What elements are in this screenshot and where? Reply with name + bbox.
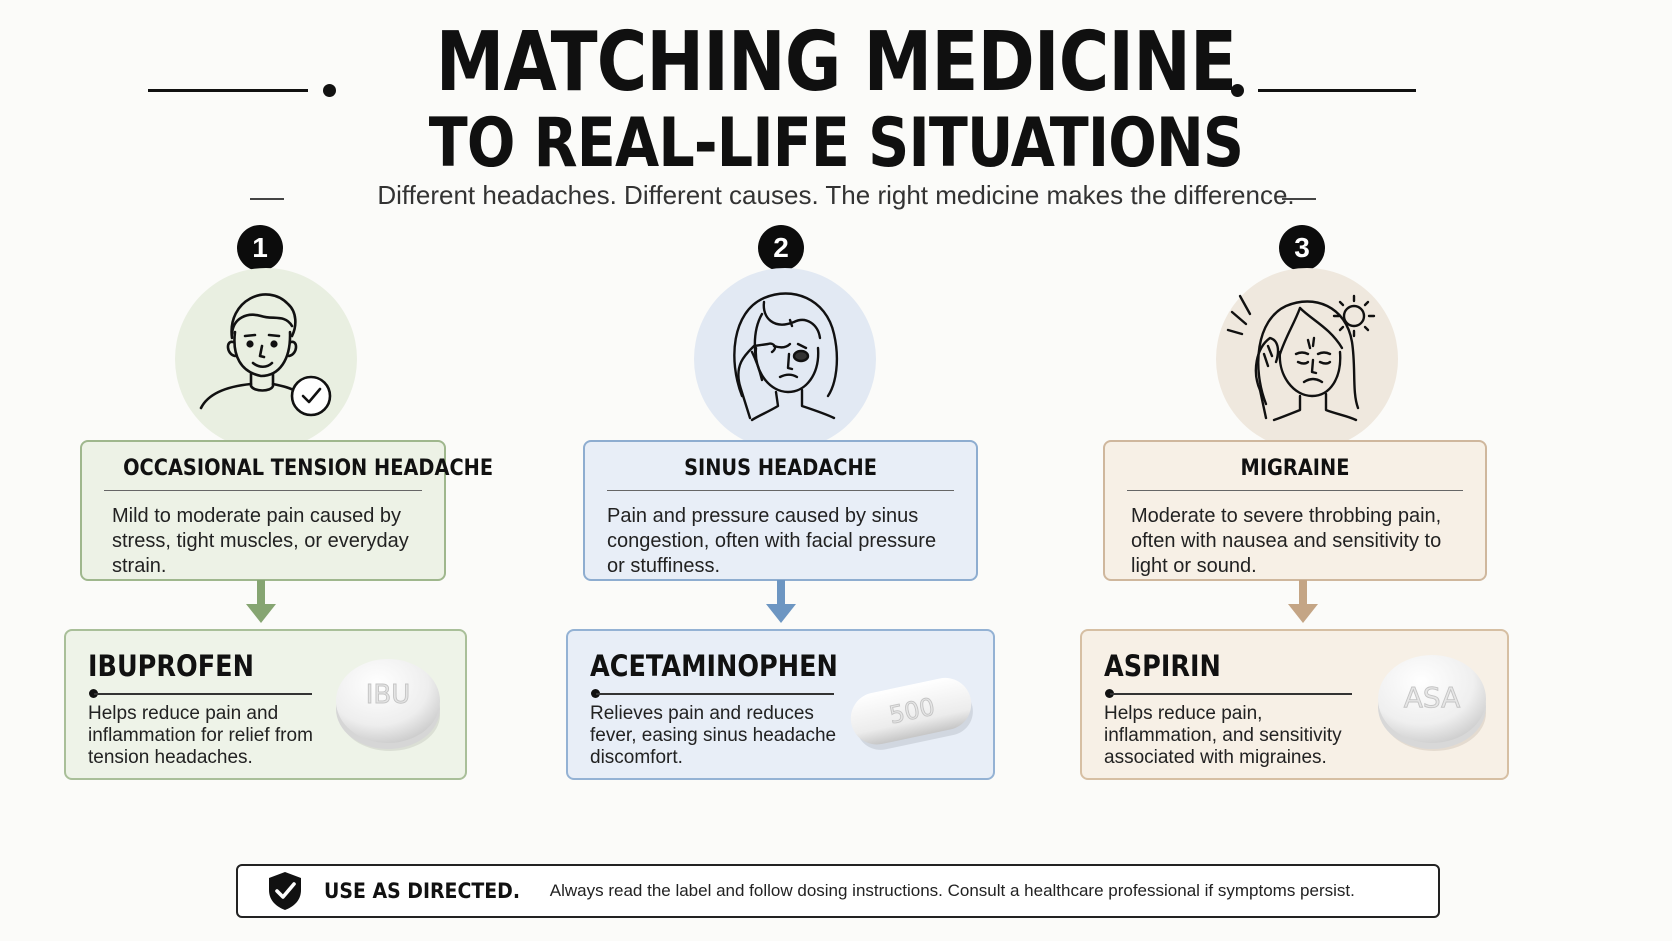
situation-text: Moderate to severe throbbing pain, often… bbox=[1131, 505, 1442, 577]
medicine-name: ACETAMINOPHEN bbox=[590, 649, 838, 683]
title-divider-right bbox=[1258, 89, 1416, 92]
man-check-icon bbox=[175, 268, 357, 450]
situation-title: OCCASIONAL TENSION HEADACHE bbox=[123, 456, 494, 481]
situation-title: SINUS HEADACHE bbox=[684, 456, 877, 481]
round-pill-icon: ASA bbox=[1378, 655, 1486, 751]
shield-check-icon bbox=[269, 872, 301, 910]
arrow-down-icon bbox=[766, 580, 796, 623]
arrow-down-icon bbox=[246, 580, 276, 623]
usage-notice: USE AS DIRECTED. Always read the label a… bbox=[236, 864, 1440, 918]
medicine-rule bbox=[596, 693, 834, 695]
subtitle-dash-right bbox=[1282, 198, 1316, 200]
round-pill-icon: IBU bbox=[336, 659, 440, 751]
medicine-name: ASPIRIN bbox=[1104, 649, 1221, 683]
medicine-card-ibuprofen: IBUPROFEN Helps reduce pain and inflamma… bbox=[64, 629, 467, 780]
medicine-card-aspirin: ASPIRIN Helps reduce pain, inflammation,… bbox=[1080, 629, 1509, 780]
medicine-text: Helps reduce pain, inflammation, and sen… bbox=[1104, 703, 1342, 768]
caplet-pill-icon: 500 bbox=[850, 677, 973, 750]
woman-sinus-pain-icon bbox=[694, 268, 876, 450]
medicine-rule-dot bbox=[1105, 689, 1114, 698]
arrow-down-icon bbox=[1288, 580, 1318, 623]
medicine-rule-dot bbox=[591, 689, 600, 698]
situation-text: Mild to moderate pain caused by stress, … bbox=[112, 505, 409, 577]
situation-card-tension: OCCASIONAL TENSION HEADACHE Mild to mode… bbox=[80, 440, 494, 581]
subtitle-dash-left bbox=[250, 198, 284, 200]
medicine-rule bbox=[1110, 693, 1352, 695]
title-divider-right-dot bbox=[1231, 84, 1244, 97]
step-number-1: 1 bbox=[237, 225, 283, 271]
situation-card-migraine: MIGRAINE Moderate to severe throbbing pa… bbox=[1103, 440, 1487, 581]
situation-text: Pain and pressure caused by sinus conges… bbox=[607, 505, 937, 577]
medicine-text: Relieves pain and reduces fever, easing … bbox=[590, 703, 837, 768]
woman-migraine-icon bbox=[1216, 268, 1398, 450]
subtitle: Different headaches. Different causes. T… bbox=[377, 180, 1295, 210]
situation-title: MIGRAINE bbox=[1240, 456, 1350, 481]
situation-rule bbox=[1127, 490, 1463, 491]
title-block: MATCHING MEDICINE TO REAL-LIFE SITUATION… bbox=[0, 18, 1672, 180]
situation-rule bbox=[607, 490, 954, 491]
step-number-3: 3 bbox=[1279, 225, 1325, 271]
medicine-card-acetaminophen: ACETAMINOPHEN Relieves pain and reduces … bbox=[566, 629, 995, 780]
medicine-rule-dot bbox=[89, 689, 98, 698]
notice-text: Always read the label and follow dosing … bbox=[549, 881, 1355, 900]
pill-imprint: ASA bbox=[1404, 681, 1461, 714]
medicine-name: IBUPROFEN bbox=[88, 649, 254, 683]
title-divider-left bbox=[148, 89, 308, 92]
page-title: MATCHING MEDICINE bbox=[435, 15, 1237, 110]
page-title-line2: TO REAL-LIFE SITUATIONS bbox=[428, 104, 1244, 183]
notice-heading: USE AS DIRECTED. bbox=[324, 879, 521, 903]
pill-imprint: IBU bbox=[366, 680, 411, 710]
title-divider-left-dot bbox=[323, 84, 336, 97]
medicine-rule bbox=[94, 693, 312, 695]
situation-rule bbox=[104, 490, 422, 491]
situation-card-sinus: SINUS HEADACHE Pain and pressure caused … bbox=[583, 440, 978, 581]
medicine-text: Helps reduce pain and inflammation for r… bbox=[88, 703, 313, 768]
step-number-2: 2 bbox=[758, 225, 804, 271]
